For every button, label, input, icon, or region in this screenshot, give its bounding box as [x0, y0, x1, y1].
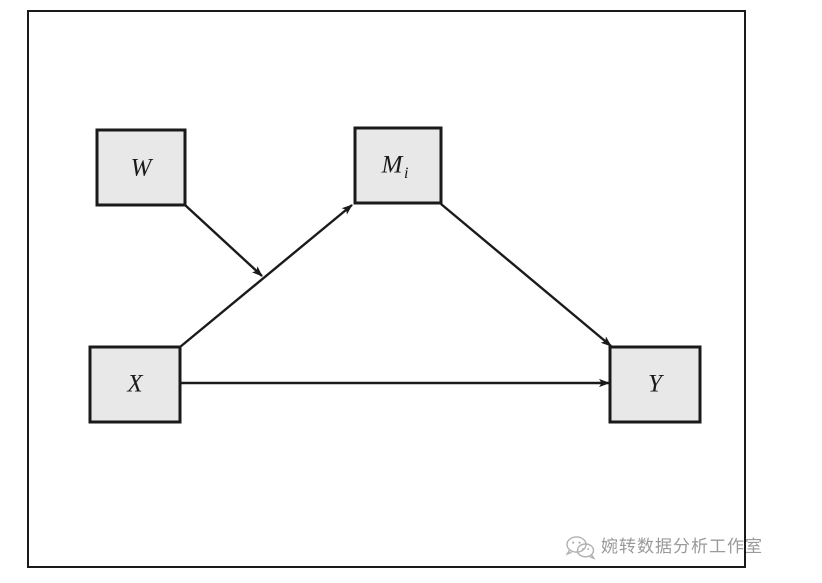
node-m-subscript: i [404, 165, 408, 182]
edge-group [179, 203, 612, 388]
node-y: Y [608, 345, 702, 424]
watermark: 婉转数据分析工作室 [565, 536, 763, 560]
node-m-label: M [381, 152, 404, 179]
node-m: M i [353, 126, 443, 205]
node-y-label: Y [648, 371, 665, 398]
edge-x-to-m [179, 204, 353, 348]
wechat-logo-icon [565, 536, 596, 560]
node-m-box [353, 126, 443, 205]
figure-frame [27, 10, 746, 568]
watermark-label: 婉转数据分析工作室 [601, 537, 763, 557]
node-w-box [95, 128, 187, 207]
node-y-box [608, 345, 702, 424]
edge-w-to-xm-moderation [184, 204, 263, 277]
node-x: X [88, 345, 182, 424]
node-w: W [95, 128, 187, 207]
edge-m-to-y [440, 203, 612, 347]
node-w-label: W [131, 155, 154, 182]
node-x-label: X [126, 371, 144, 398]
node-x-box [88, 345, 182, 424]
